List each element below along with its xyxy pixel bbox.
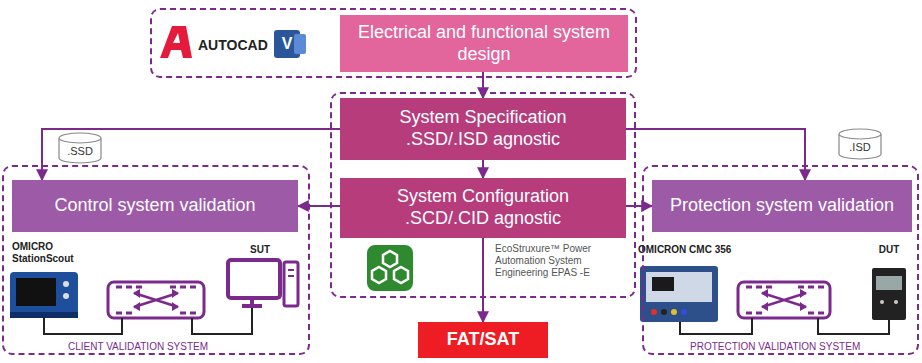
- fat-sat-box: FAT/SAT: [418, 322, 548, 358]
- node-text: .SSD/.ISD agnostic: [406, 129, 560, 151]
- icon-letter: V: [274, 34, 300, 53]
- autocad-logo: [160, 26, 192, 58]
- node-text: .ISD: [849, 141, 870, 153]
- wire: [680, 318, 889, 334]
- device-name: OMICRON CMC 356: [638, 244, 758, 256]
- node-text: Electrical and functional system design: [348, 22, 620, 65]
- design-box: Electrical and functional system design: [340, 15, 628, 72]
- protection-validation-box: Protection system validation: [652, 180, 912, 232]
- engineering-group: EcoStruxure™ Power Automation System Eng…: [330, 92, 636, 298]
- network-switch: [738, 282, 830, 318]
- device-name: SUT: [240, 244, 280, 256]
- configuration-box: System Configuration.SCD/.CID agnostic: [340, 178, 626, 238]
- node-text: Control system validation: [54, 195, 255, 217]
- connector-arrow: [482, 72, 484, 98]
- computer-icon: [228, 260, 298, 306]
- node-text: Protection system validation: [670, 195, 894, 217]
- connector-arrow: [42, 129, 340, 180]
- stationscout-device: [10, 272, 78, 318]
- node-text: .SCD/.CID agnostic: [405, 208, 561, 230]
- database-cylinder: .SSD: [58, 132, 102, 164]
- epas-icon: [366, 244, 414, 292]
- protection-validation-group: PROTECTION VALIDATION SYSTEM Protection s…: [642, 165, 919, 355]
- device-name: DUT: [868, 244, 910, 256]
- database-cylinder: .ISD: [838, 128, 882, 160]
- relay-device: [872, 268, 906, 320]
- tool-group: AUTOCAD Electrical and functional system …: [150, 8, 637, 78]
- node-text: System Configuration: [397, 186, 569, 208]
- connector-arrow: [626, 205, 652, 207]
- connector-arrow: [298, 205, 340, 207]
- specification-box: System Specification.SSD/.ISD agnostic: [340, 98, 626, 160]
- control-validation-box: Control system validation: [12, 180, 298, 232]
- connector-arrow: [626, 129, 805, 180]
- cmc356-device: [640, 266, 718, 322]
- node-text: FAT/SAT: [447, 329, 519, 351]
- node-text: .SSD: [67, 145, 93, 157]
- group-label: CLIENT VALIDATION SYSTEM: [68, 341, 268, 353]
- wire: [44, 308, 252, 334]
- connector-arrow: [482, 160, 484, 178]
- group-label: EcoStruxure™ Power Automation System Eng…: [495, 243, 617, 279]
- group-label: PROTECTION VALIDATION SYSTEM: [690, 341, 910, 353]
- visio-icon-shape: [294, 34, 306, 54]
- network-switch: [108, 282, 204, 318]
- epas-hexagons: [372, 251, 408, 283]
- group-label: AUTOCAD: [198, 37, 318, 54]
- device-name: OMICRO StationScout: [12, 241, 82, 265]
- node-text: System Specification: [399, 107, 566, 129]
- connector-arrow: [482, 238, 484, 322]
